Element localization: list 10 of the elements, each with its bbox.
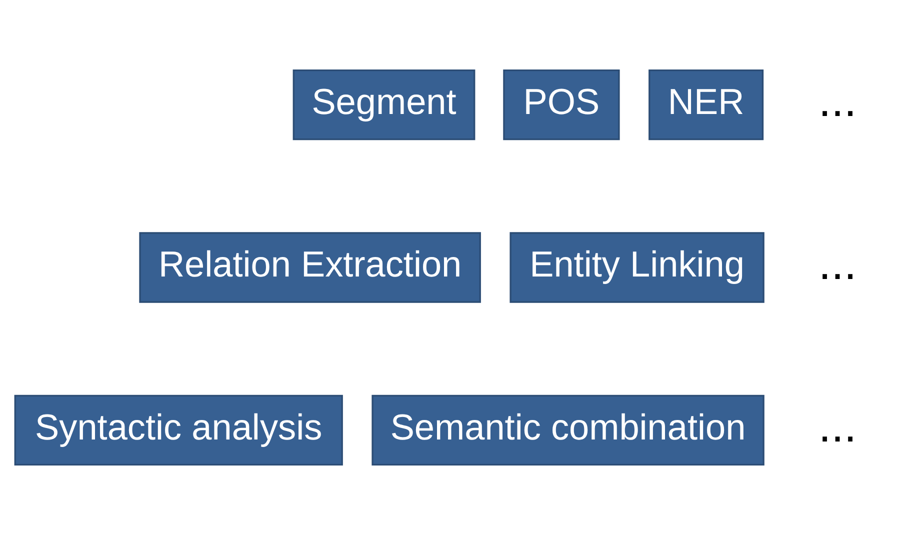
label: ... <box>818 74 857 126</box>
label: ... <box>818 236 857 289</box>
node-box: NER <box>648 70 764 140</box>
node-box: Entity Linking <box>510 232 764 303</box>
node-box: Segment <box>292 70 476 140</box>
node-box: POS <box>503 70 620 140</box>
node-box: Relation Extraction <box>139 232 481 303</box>
node-box: Semantic combination <box>372 394 764 466</box>
label: ... <box>818 400 857 452</box>
node-box: Syntactic analysis <box>14 394 343 466</box>
